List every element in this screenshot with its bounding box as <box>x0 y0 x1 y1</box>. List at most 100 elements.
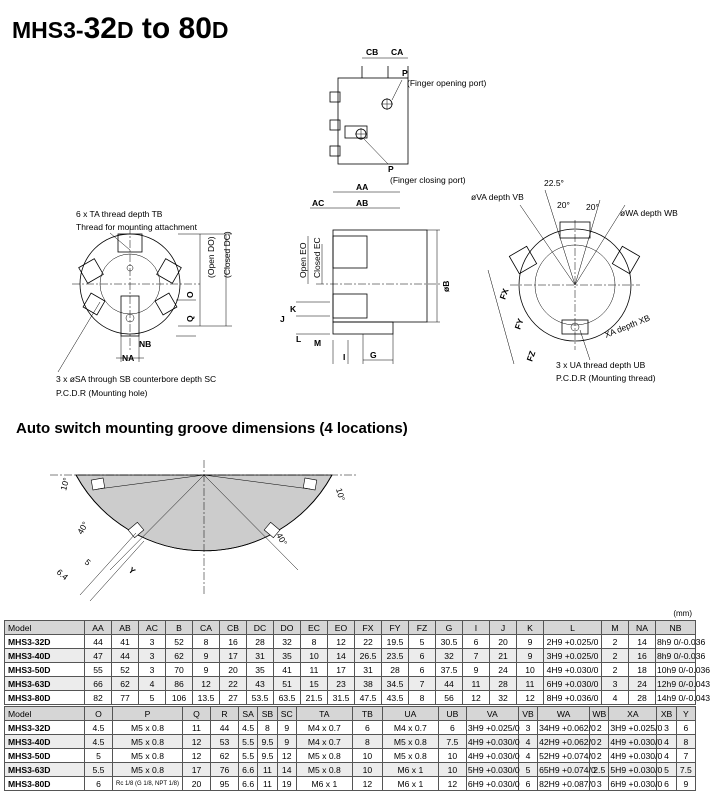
table-cell: Rc 1/8 (G 1/8, NPT 1/8) <box>112 776 183 791</box>
table-cell: 6 <box>656 776 677 791</box>
table-cell: 6H9 +0.030/0 <box>608 776 663 791</box>
table-cell: 3 <box>601 676 629 691</box>
thread-mount-label: Thread for mounting attachment <box>76 222 198 232</box>
pcdr-hole-label: P.C.D.R (Mounting hole) <box>56 388 148 398</box>
deg20-a-label: 20° <box>557 200 570 210</box>
table-cell: 3 <box>138 634 166 649</box>
table-cell: M5 x 0.8 <box>295 762 353 777</box>
table-cell: 26.5 <box>354 648 382 663</box>
table-cell: 4 <box>601 690 629 705</box>
table-cell: 82 <box>84 690 112 705</box>
table-cell: 10 <box>516 662 544 677</box>
column-header: UA <box>381 706 439 721</box>
table-cell: 2.5 <box>589 762 610 777</box>
table-cell: 17 <box>327 662 355 677</box>
table-cell: 8 <box>300 634 328 649</box>
table-cell: M4 x 0.7 <box>295 720 353 735</box>
table-cell: 19 <box>276 776 297 791</box>
table-cell: 32 <box>489 690 517 705</box>
table-cell: 12 <box>516 690 544 705</box>
table-cell: 8h9 0/-0.036 <box>655 634 706 649</box>
ac-label: AC <box>312 198 324 208</box>
table-cell: 41 <box>111 634 139 649</box>
table-cell: 6H9 +0.030/0 <box>543 676 602 691</box>
fy-label: FY <box>512 317 525 331</box>
table-cell: 31.5 <box>327 690 355 705</box>
column-header: L <box>543 620 602 635</box>
table-cell: 23.5 <box>381 648 409 663</box>
table-cell: 4.5 <box>237 720 259 735</box>
q-label: Q <box>185 315 195 322</box>
table-cell: 28 <box>489 676 517 691</box>
table-cell: 5.5 <box>237 734 259 749</box>
table-cell: 4H9 +0.030/0 <box>465 748 520 763</box>
column-header: VB <box>517 706 539 721</box>
table-cell: 4.5 <box>84 734 113 749</box>
column-header: CA <box>192 620 220 635</box>
table-cell: 7 <box>408 676 436 691</box>
table-cell: 14h9 0/-0.043 <box>655 690 710 705</box>
table-cell: 5H9 +0.030/0 <box>608 762 663 777</box>
table-cell: M5 x 0.8 <box>112 748 183 763</box>
table-cell: 2 <box>601 634 629 649</box>
column-header: FX <box>354 620 382 635</box>
page-title: MHS3-32D to 80D <box>12 12 229 45</box>
table-cell: 55 <box>84 662 112 677</box>
table-cell: 13.5 <box>192 690 220 705</box>
o-label: O <box>185 291 195 298</box>
table-cell: 3 <box>138 648 166 663</box>
table-cell: 6 <box>408 648 436 663</box>
xa-depth-label: XA depth XB <box>603 312 652 339</box>
table-cell: 11 <box>257 776 278 791</box>
table-cell: 12h9 0/-0.043 <box>655 676 710 691</box>
table-cell: 76 <box>210 762 239 777</box>
table-cell: 17 <box>219 648 247 663</box>
table-cell: 27 <box>219 690 247 705</box>
table-cell: 9 <box>192 648 220 663</box>
table-cell: 4.5 <box>84 720 113 735</box>
table-cell: 3 <box>138 662 166 677</box>
table-cell: 28 <box>246 634 274 649</box>
model-cell: MHS3-32D <box>4 720 85 735</box>
table-cell: M5 x 0.8 <box>295 748 353 763</box>
table-cell: 11 <box>462 676 490 691</box>
table-cell: 3H9 +0.025/0 <box>608 720 663 735</box>
groove-40a-label: 40° <box>75 520 90 536</box>
table-cell: 12 <box>192 676 220 691</box>
table-cell: M6 x 1 <box>381 776 439 791</box>
table-cell: 8 <box>192 634 220 649</box>
table-cell: 8h9 0/-0.036 <box>655 648 706 663</box>
table-cell: 62 <box>111 676 139 691</box>
table-cell: 18 <box>628 662 656 677</box>
sa-through-label: 3 x øSA through SB counterbore depth SC <box>56 374 216 384</box>
section-title: Auto switch mounting groove dimensions (… <box>16 420 408 437</box>
table-cell: 2 <box>601 648 629 663</box>
table-cell: 8 <box>408 690 436 705</box>
table-cell: 22 <box>354 634 382 649</box>
table-cell: M6 x 1 <box>381 762 439 777</box>
table-cell: 106 <box>165 690 193 705</box>
table-cell: 31 <box>354 662 382 677</box>
table-cell: 35 <box>246 662 274 677</box>
table-cell: 24 <box>628 676 656 691</box>
column-header: J <box>489 620 517 635</box>
fx-label: FX <box>497 287 510 301</box>
column-header: SB <box>257 706 278 721</box>
table-cell: 51 <box>273 676 301 691</box>
model-cell: MHS3-40D <box>4 734 85 749</box>
model-cell: MHS3-50D <box>4 748 85 763</box>
table-cell: 52 <box>111 662 139 677</box>
closed-ec-label: Closed EC <box>312 237 322 278</box>
table-cell: 8 <box>675 734 697 749</box>
table-cell: 30.5 <box>435 634 463 649</box>
table-cell: 6 <box>462 634 490 649</box>
table-cell: 28 <box>381 662 409 677</box>
column-header: O <box>84 706 113 721</box>
